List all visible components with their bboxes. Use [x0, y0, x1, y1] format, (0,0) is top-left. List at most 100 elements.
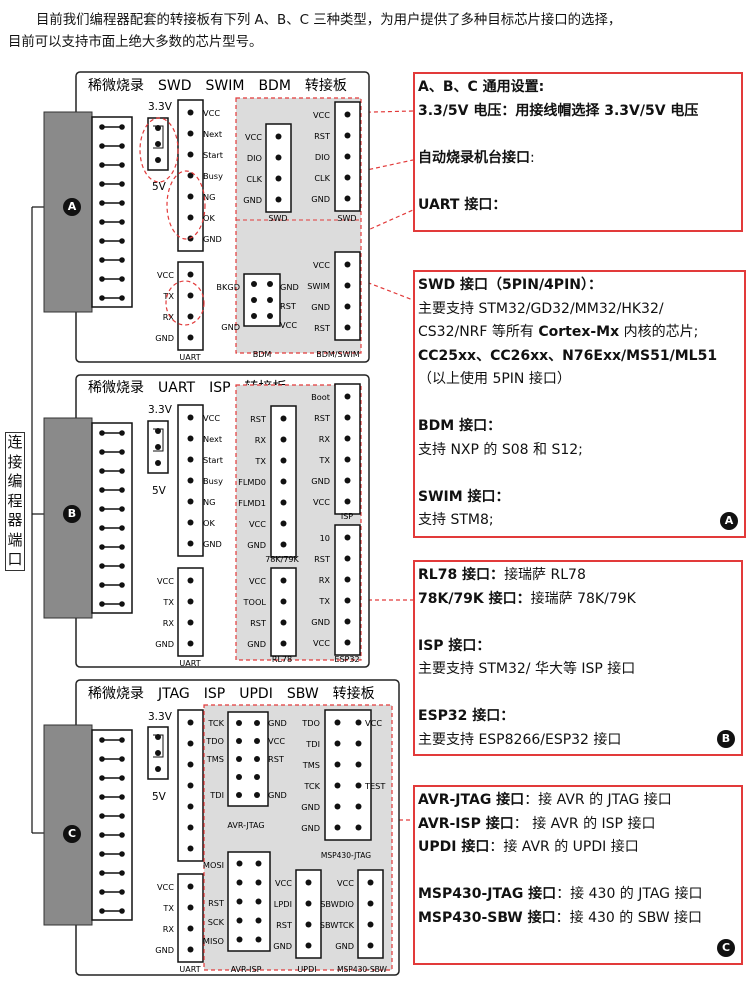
connector-pin: [119, 162, 125, 168]
board-b-badge: B: [63, 505, 81, 523]
pin-label: VCC: [337, 878, 354, 888]
jumper-cap: [153, 428, 164, 452]
header-pin: [236, 774, 242, 780]
pin-label: SBWDIO: [320, 899, 354, 909]
header-pin: [255, 917, 262, 924]
connector-pin: [99, 889, 105, 895]
header-pin: [344, 555, 351, 562]
header-pin: [187, 740, 194, 747]
pin-label: MISO: [203, 936, 224, 946]
board-c-title: 稀微烧录 JTAG ISP UPDI SBW 转接板: [88, 685, 375, 702]
header-pin: [355, 803, 362, 810]
header-pin: [187, 719, 194, 726]
connector-pin: [99, 794, 105, 800]
connector-pin: [119, 430, 125, 436]
pin-label: VCC: [157, 270, 174, 280]
intro-text: 目前我们编程器配套的转接板有下列 A、B、C 三种类型，为用户提供了多种目标芯片…: [8, 10, 742, 54]
header-pin: [355, 782, 362, 789]
pin-label: TX: [162, 291, 174, 301]
pin-label: VCC: [157, 576, 174, 586]
voltage-highlight-circle: [139, 117, 179, 183]
side-char: 编: [7, 472, 23, 490]
header-pin: [280, 577, 287, 584]
pin-label: RST: [268, 754, 285, 764]
connector-pin: [99, 908, 105, 914]
jumper-cap: [153, 125, 164, 149]
header-pin: [187, 172, 194, 179]
panel-text-segment: 主要支持 STM32/GD32/MM32/HK32/: [418, 300, 664, 317]
header-pin: [305, 942, 312, 949]
avr-isp-label: AVR-ISP: [231, 965, 262, 974]
connector-pin: [99, 851, 105, 857]
pin-label: VCC: [313, 497, 330, 507]
header-pin: [344, 282, 351, 289]
board-a-badge: A: [63, 198, 81, 216]
panel-line: 支持 NXP 的 S08 和 S12;: [418, 439, 744, 463]
header-body: [227, 851, 271, 952]
panel-text-segment: SWIM 接口：: [418, 488, 510, 505]
connector-pin: [99, 582, 105, 588]
panel-line: 主要支持 STM32/ 华大等 ISP 接口: [418, 658, 741, 682]
pin-label: RX: [163, 312, 175, 322]
pin-label: VCC: [280, 320, 297, 330]
pin-label: CLK: [314, 173, 330, 183]
panel-text-segment: 接瑞萨 RL78: [504, 567, 586, 583]
esp32-label: ESP32: [334, 655, 359, 664]
header-pin: [187, 292, 194, 299]
header-pin: [187, 577, 194, 584]
panel-line: MSP430-SBW 接口：接 430 的 SBW 接口: [418, 907, 741, 931]
pin-label: Busy: [203, 171, 223, 181]
pin-label: TEST: [364, 781, 386, 791]
header-pin: [254, 774, 260, 780]
pin-label: RX: [163, 924, 175, 934]
panel-line: AVR-ISP 接口： 接 AVR 的 ISP 接口: [418, 813, 741, 837]
pin-label: TDO: [301, 718, 320, 728]
connector-pin: [119, 601, 125, 607]
panel-text-segment: 内核的芯片;: [619, 324, 699, 340]
swd-label: SWD: [337, 214, 356, 223]
pin-label: VCC: [157, 882, 174, 892]
connector-pin: [119, 124, 125, 130]
pin-label: VCC: [313, 110, 330, 120]
board-c-3v3-label: 3.3V: [148, 711, 173, 723]
panel-line: [418, 462, 744, 486]
pin-label: VCC: [313, 260, 330, 270]
panel-text-segment: MSP430-JTAG 接口: [418, 886, 557, 902]
header-pin: [236, 738, 242, 744]
connector-pin: [119, 200, 125, 206]
pin-label: GND: [243, 195, 262, 205]
pin-label: TDI: [209, 790, 224, 800]
panel-line: SWD 接口（5PIN/4PIN）：: [418, 274, 744, 298]
pin-label: TDO: [205, 736, 224, 746]
pin-label: DIO: [315, 152, 330, 162]
header-pin: [187, 761, 194, 768]
header-pin: [187, 925, 194, 932]
header-pin: [334, 761, 341, 768]
connector-pin: [119, 181, 125, 187]
header-pin: [280, 436, 287, 443]
panel-line: CC25xx、CC26xx、N76Exx/MS51/ML51: [418, 345, 744, 369]
uart-highlight-circle: [165, 280, 205, 326]
connector-pin: [99, 238, 105, 244]
panel-line: [418, 123, 741, 147]
header-pin: [280, 478, 287, 485]
pin-label: GND: [203, 539, 222, 549]
board-a-voltage-jumper: [147, 117, 169, 171]
connector-pin: [119, 908, 125, 914]
header-pin: [280, 541, 287, 548]
pin-label: RX: [255, 435, 267, 445]
pin-label: RST: [314, 131, 331, 141]
header-pin: [187, 456, 194, 463]
header-pin: [236, 898, 243, 905]
pin-label: SWIM: [307, 281, 330, 291]
pin-label: RST: [314, 323, 331, 333]
header-pin: [187, 477, 194, 484]
header-pin: [187, 414, 194, 421]
pin-label: GND: [268, 718, 287, 728]
connector-pin: [119, 563, 125, 569]
pin-label: VCC: [245, 132, 262, 142]
